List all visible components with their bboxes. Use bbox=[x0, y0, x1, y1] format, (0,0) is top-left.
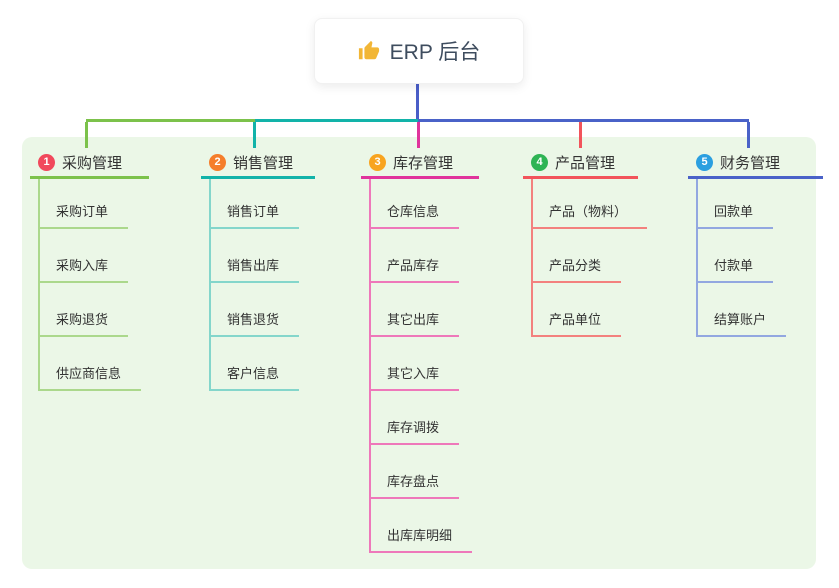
branch-label: 销售管理 bbox=[233, 154, 294, 172]
branch-node[interactable]: 4 产品管理 bbox=[523, 148, 638, 179]
connector-horizontal-segment bbox=[86, 119, 255, 122]
connector-branch-drop bbox=[253, 122, 256, 148]
branch-number-badge: 1 bbox=[38, 153, 55, 171]
child-node[interactable]: 采购订单 bbox=[40, 179, 129, 229]
child-node[interactable]: 库存盘点 bbox=[371, 445, 460, 499]
connector-horizontal-segment bbox=[255, 119, 418, 122]
child-node[interactable]: 产品库存 bbox=[371, 229, 460, 283]
branch-node[interactable]: 5 财务管理 bbox=[688, 148, 823, 179]
branch-label: 财务管理 bbox=[720, 154, 781, 172]
child-node[interactable]: 结算账户 bbox=[698, 283, 787, 337]
branch-children: 产品（物料）产品分类产品单位 bbox=[531, 179, 648, 337]
child-node[interactable]: 客户信息 bbox=[211, 337, 300, 391]
branch-children: 采购订单采购入库采购退货供应商信息 bbox=[38, 179, 149, 391]
child-node[interactable]: 销售订单 bbox=[211, 179, 300, 229]
connector-branch-drop bbox=[417, 122, 420, 148]
child-node[interactable]: 其它入库 bbox=[371, 337, 460, 391]
child-node[interactable]: 产品（物料） bbox=[533, 179, 648, 229]
branch-number-badge: 4 bbox=[531, 153, 548, 171]
branch-column: 4 产品管理产品（物料）产品分类产品单位 bbox=[523, 148, 648, 337]
branch-label: 采购管理 bbox=[62, 154, 123, 172]
branch-column: 1 采购管理采购订单采购入库采购退货供应商信息 bbox=[30, 148, 149, 391]
branch-column: 2 销售管理销售订单销售出库销售退货客户信息 bbox=[201, 148, 315, 391]
child-node[interactable]: 采购入库 bbox=[40, 229, 129, 283]
child-node[interactable]: 产品单位 bbox=[533, 283, 622, 337]
branch-column: 3 库存管理仓库信息产品库存其它出库其它入库库存调拨库存盘点出库库明细 bbox=[361, 148, 479, 553]
child-node[interactable]: 仓库信息 bbox=[371, 179, 460, 229]
branch-number-badge: 3 bbox=[369, 153, 386, 171]
child-node[interactable]: 其它出库 bbox=[371, 283, 460, 337]
connector-branch-drop bbox=[747, 122, 750, 148]
child-node[interactable]: 出库库明细 bbox=[371, 499, 473, 553]
branch-number-badge: 5 bbox=[696, 153, 713, 171]
child-node[interactable]: 供应商信息 bbox=[40, 337, 142, 391]
branch-node[interactable]: 1 采购管理 bbox=[30, 148, 149, 179]
branch-label: 库存管理 bbox=[393, 154, 454, 172]
branch-children: 仓库信息产品库存其它出库其它入库库存调拨库存盘点出库库明细 bbox=[369, 179, 479, 553]
connector-horizontal-segment bbox=[418, 119, 749, 122]
child-node[interactable]: 采购退货 bbox=[40, 283, 129, 337]
root-label: ERP 后台 bbox=[389, 41, 481, 64]
child-node[interactable]: 付款单 bbox=[698, 229, 774, 283]
connector-branch-drop bbox=[85, 122, 88, 148]
branch-number-badge: 2 bbox=[209, 153, 226, 171]
branch-children: 回款单付款单结算账户 bbox=[696, 179, 823, 337]
child-node[interactable]: 销售退货 bbox=[211, 283, 300, 337]
connector-root-vertical bbox=[416, 84, 419, 120]
branch-label: 产品管理 bbox=[555, 154, 616, 172]
connector-branch-drop bbox=[579, 122, 582, 148]
child-node[interactable]: 产品分类 bbox=[533, 229, 622, 283]
root-node[interactable]: ERP 后台 bbox=[314, 18, 524, 84]
branch-node[interactable]: 2 销售管理 bbox=[201, 148, 315, 179]
child-node[interactable]: 回款单 bbox=[698, 179, 774, 229]
child-node[interactable]: 销售出库 bbox=[211, 229, 300, 283]
thumbs-up-icon bbox=[358, 40, 380, 62]
child-node[interactable]: 库存调拨 bbox=[371, 391, 460, 445]
branch-node[interactable]: 3 库存管理 bbox=[361, 148, 479, 179]
branch-children: 销售订单销售出库销售退货客户信息 bbox=[209, 179, 315, 391]
branch-column: 5 财务管理回款单付款单结算账户 bbox=[688, 148, 823, 337]
